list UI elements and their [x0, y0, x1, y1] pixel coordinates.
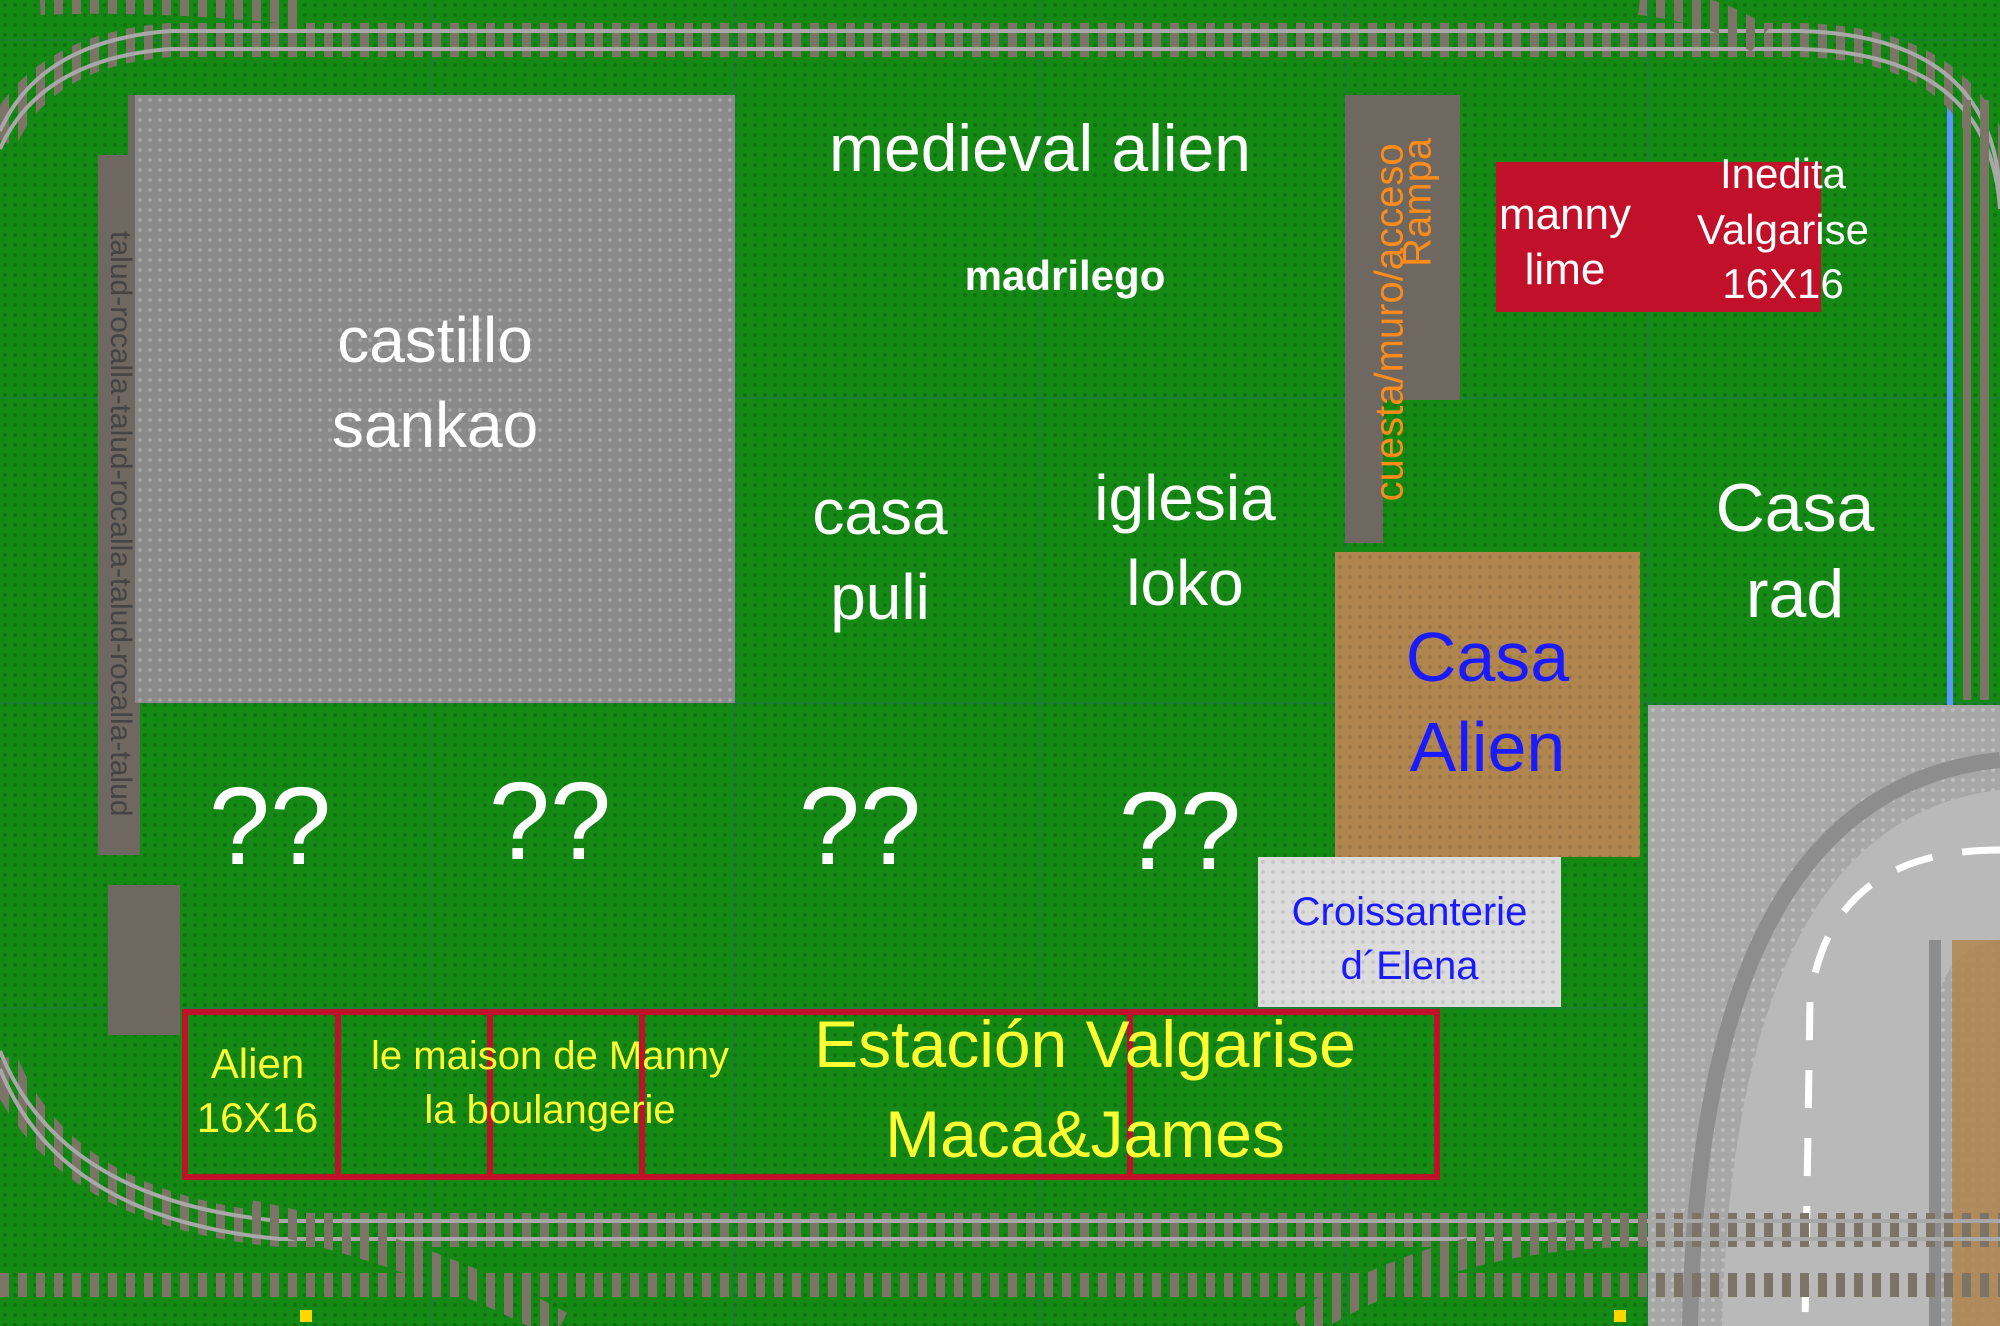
cuesta-rampa-strip[interactable] — [1345, 95, 1460, 400]
rampa-label: Rampa — [1395, 137, 1440, 267]
unknown-plot-3-label: ?? — [798, 765, 922, 888]
manny-lime-plate[interactable] — [1496, 162, 1821, 312]
manny-lime-label-1: manny — [1498, 190, 1632, 239]
castillo-sankao-plate[interactable] — [135, 95, 735, 703]
maison-manny-label-1: le maison de Manny — [371, 1034, 729, 1078]
iglesia-loko-label-2: loko — [1126, 547, 1244, 619]
medieval-alien-label: medieval alien — [829, 111, 1251, 185]
casa-rad-label-1: Casa — [1715, 470, 1875, 546]
madrilego-label: madrilego — [964, 252, 1166, 299]
iglesia-loko-label-1: iglesia — [1094, 462, 1276, 534]
casa-puli-label-2: puli — [830, 561, 930, 633]
talud-strip-bottom — [108, 885, 180, 1035]
unknown-plot-2-label: ?? — [488, 760, 612, 883]
alien-16x16-label-2: 16X16 — [196, 1094, 319, 1141]
talud-strip — [98, 155, 140, 855]
castillo-label-2: sankao — [331, 389, 539, 461]
inedita-label-2: Valgarise — [1697, 206, 1869, 253]
unknown-plot-4-label: ?? — [1118, 770, 1242, 893]
croissanterie-label-2: d´Elena — [1340, 944, 1479, 988]
maison-manny-label-2: la boulangerie — [424, 1088, 676, 1132]
unknown-plot-1-label: ?? — [208, 765, 332, 888]
castillo-label-1: castillo — [337, 304, 533, 376]
casa-alien-label-2: Alien — [1409, 708, 1566, 786]
casa-puli-label-1: casa — [812, 476, 948, 548]
croissanterie-label-1: Croissanterie — [1291, 890, 1528, 934]
manny-lime-label-2: lime — [1524, 245, 1606, 294]
casa-alien-label-1: Casa — [1405, 618, 1570, 696]
casa-rad-label-2: rad — [1745, 556, 1845, 632]
alien-16x16-label-1: Alien — [210, 1040, 305, 1087]
estacion-valgarise-label-1: Estación Valgarise — [814, 1007, 1356, 1081]
cuesta-lower-strip — [1345, 398, 1383, 543]
estacion-valgarise-label-2: Maca&James — [885, 1097, 1285, 1171]
croissanterie-plate[interactable] — [1258, 857, 1561, 1007]
casa-alien-plate[interactable] — [1335, 552, 1640, 857]
inedita-label-1: Inedita — [1719, 150, 1847, 197]
inedita-label-3: 16X16 — [1722, 260, 1844, 307]
talud-label: talud-rocalla-talud-rocalla-talud-rocall… — [103, 231, 137, 817]
